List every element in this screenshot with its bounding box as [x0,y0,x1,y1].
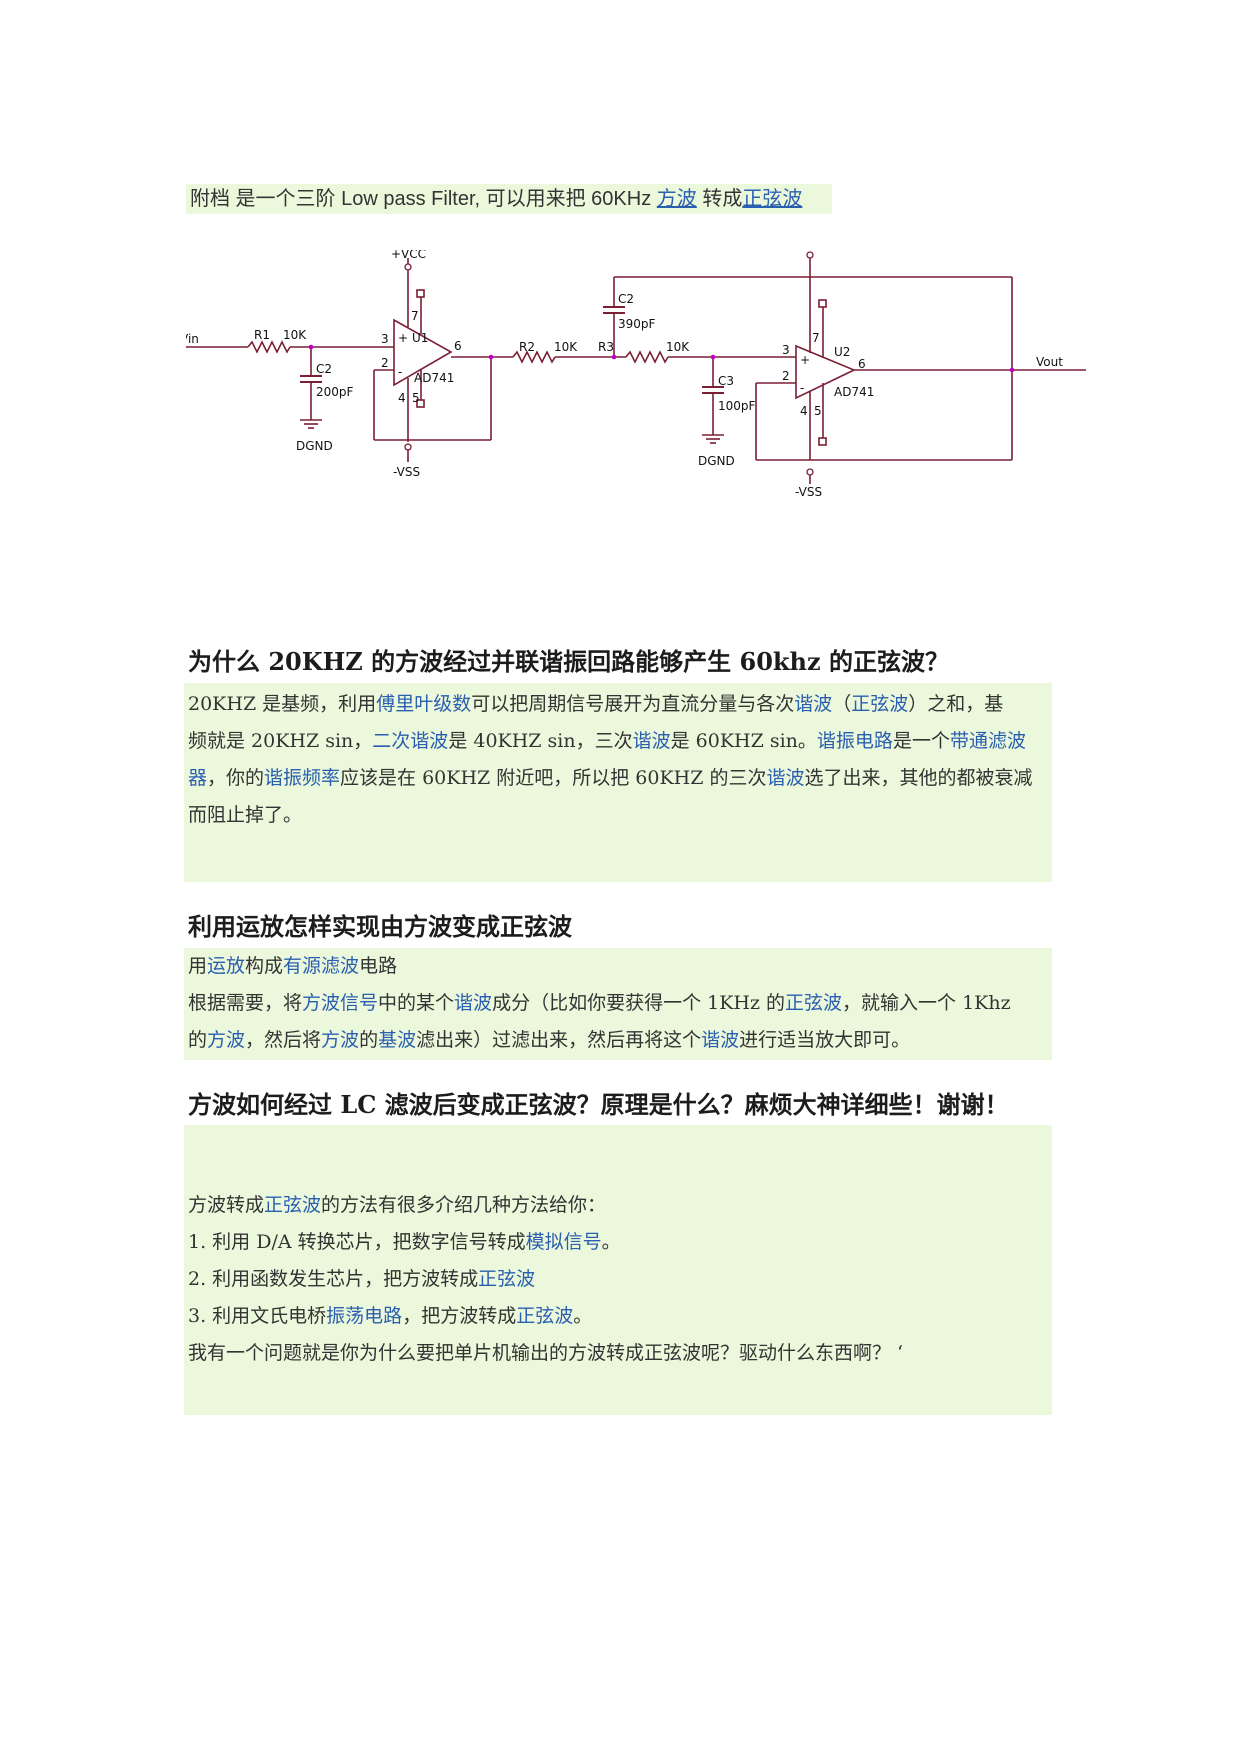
circuit-labels: Vin Vout +VCC +VCC -VSS -VSS DGND DGND R… [186,250,1063,499]
link-harmonic[interactable]: 谐波 [454,992,493,1014]
pin-5-u2: 5 [814,404,822,418]
link-active-filter[interactable]: 有源滤波 [283,955,360,977]
label-r3: R3 [598,340,614,354]
answer-3-line-4: 3. 利用文氏电桥振荡电路，把方波转成正弦波。 [188,1305,593,1327]
question-title-2: 利用运放怎样实现由方波变成正弦波 [188,912,572,941]
link-resonant-circuit[interactable]: 谐振电路 [816,730,893,752]
intro-line: 附档 是一个三阶 Low pass Filter, 可以用来把 60KHz 方波… [186,184,832,214]
pin-7-u1: 7 [411,309,419,323]
pin-7-u2: 7 [812,331,820,345]
answer-2-line-1: 用运放构成有源滤波电路 [188,955,398,977]
pin-6-u1: 6 [454,339,462,353]
link-bandpass-filter[interactable]: 带通滤波 [949,730,1026,752]
label-c2-value: 390pF [618,317,656,331]
link-sine-wave[interactable]: 正弦波 [742,188,803,210]
label-vin: Vin [186,332,199,346]
answer-1-line-3: 器，你的谐振频率应该是在 60KHZ 附近吧，所以把 60KHZ 的三次谐波选了… [188,767,1033,789]
pin-plus-u1: + [398,331,408,345]
link-op-amp[interactable]: 运放 [207,955,246,977]
intro-text-mid: 转成 [696,188,743,210]
label-r3-value: 10K [666,340,690,354]
label-c1-value: 200pF [316,385,354,399]
link-square-wave-signal[interactable]: 方波信号 [302,992,379,1014]
answer-3-line-2: 1. 利用 D/A 转换芯片，把数字信号转成模拟信号。 [188,1231,621,1253]
link-harmonic[interactable]: 谐波 [766,767,805,789]
pin-4-u2: 4 [800,404,808,418]
answer-3-line-5: 我有一个问题就是你为什么要把单片机输出的方波转成正弦波呢？驱动什么东西啊？ ‘ [188,1342,904,1364]
link-sine-wave[interactable]: 正弦波 [516,1305,574,1327]
pin-2-u2: 2 [782,369,790,383]
label-r2: R2 [519,340,535,354]
resistor-r3 [625,350,669,364]
link-second-harmonic[interactable]: 二次谐波 [372,730,449,752]
link-sine-wave[interactable]: 正弦波 [785,992,843,1014]
label-vcc-1: +VCC [391,250,426,261]
pin-minus-u1: - [398,365,402,379]
answer-3-line-1: 方波转成正弦波的方法有很多介绍几种方法给你： [188,1194,607,1216]
opamp-u2 [795,344,856,400]
link-bandpass-filter-cont[interactable]: 器 [188,767,208,789]
opamp-u1 [393,318,453,387]
link-harmonic[interactable]: 谐波 [632,730,671,752]
link-fourier-series[interactable]: 傅里叶级数 [376,693,472,715]
label-vss-2: -VSS [795,485,822,499]
link-sine-wave[interactable]: 正弦波 [478,1268,536,1290]
resistor-r1 [247,340,291,354]
label-u1: U1 [412,331,428,345]
label-c1: C2 [316,362,332,376]
answer-block-1: 20KHZ 是基频，利用傅里叶级数可以把周期信号展开为直流分量与各次谐波（正弦波… [184,683,1052,882]
label-dgnd-1: DGND [296,439,333,453]
label-r1: R1 [254,328,270,342]
answer-3-line-3: 2. 利用函数发生芯片，把方波转成正弦波 [188,1268,536,1290]
label-c3: C3 [718,374,734,388]
label-vss-1: -VSS [393,465,420,479]
pin-2-u1: 2 [381,356,389,370]
link-square-wave[interactable]: 方波 [207,1029,246,1051]
link-square-wave[interactable]: 方波 [321,1029,360,1051]
resistor-r2 [512,350,556,364]
label-u1-part: AD741 [414,371,454,385]
pin-6-u2: 6 [858,357,866,371]
label-c2: C2 [618,292,634,306]
answer-1-line-4: 而阻止掉了。 [188,804,303,826]
answer-1-line-2: 频就是 20KHZ sin，二次谐波是 40KHZ sin，三次谐波是 60KH… [188,730,1026,752]
label-u2: U2 [834,345,850,359]
answer-1-line-1: 20KHZ 是基频，利用傅里叶级数可以把周期信号展开为直流分量与各次谐波（正弦波… [188,693,1004,715]
intro-text: 附档 是一个三阶 Low pass Filter, 可以用来把 60KHz [190,188,657,210]
pin-plus-u2: + [800,353,810,367]
pin-3-u1: 3 [381,332,389,346]
link-sine-wave[interactable]: 正弦波 [264,1194,322,1216]
pin-4-u1: 4 [398,391,406,405]
link-oscillator-circuit[interactable]: 振荡电路 [326,1305,403,1327]
pin-3-u2: 3 [782,343,790,357]
link-resonant-frequency[interactable]: 谐振频率 [264,767,341,789]
label-vout: Vout [1036,355,1063,369]
label-c3-value: 100pF [718,399,756,413]
link-analog-signal[interactable]: 模拟信号 [525,1231,602,1253]
question-title-1: 为什么 20KHZ 的方波经过并联谐振回路能够产生 60khz 的正弦波？ [188,647,949,676]
question-title-3: 方波如何经过 LC 滤波后变成正弦波？原理是什么？麻烦大神详细些！谢谢！ [188,1090,1009,1119]
junction-dots [186,344,1015,373]
label-dgnd-2: DGND [698,454,735,468]
label-r1-value: 10K [283,328,307,342]
supply-symbols [404,251,814,476]
label-u2-part: AD741 [834,385,874,399]
answer-2-line-2: 根据需要，将方波信号中的某个谐波成分（比如你要获得一个 1KHz 的正弦波，就输… [188,992,1011,1014]
link-harmonic[interactable]: 谐波 [794,693,833,715]
answer-block-2: 用运放构成有源滤波电路 根据需要，将方波信号中的某个谐波成分（比如你要获得一个 … [184,948,1052,1060]
link-harmonic[interactable]: 谐波 [701,1029,740,1051]
label-r2-value: 10K [554,340,578,354]
answer-2-line-3: 的方波，然后将方波的基波滤出来）过滤出来，然后再将这个谐波进行适当放大即可。 [188,1029,911,1051]
link-sine-wave[interactable]: 正弦波 [851,693,909,715]
pin-minus-u2: - [800,381,804,395]
answer-block-3: 方波转成正弦波的方法有很多介绍几种方法给你： 1. 利用 D/A 转换芯片，把数… [184,1125,1052,1415]
filter-circuit-diagram: Vin Vout +VCC +VCC -VSS -VSS DGND DGND R… [186,250,1086,499]
pin-5-u1: 5 [412,391,420,405]
link-fundamental[interactable]: 基波 [378,1029,417,1051]
link-square-wave[interactable]: 方波 [656,188,697,210]
